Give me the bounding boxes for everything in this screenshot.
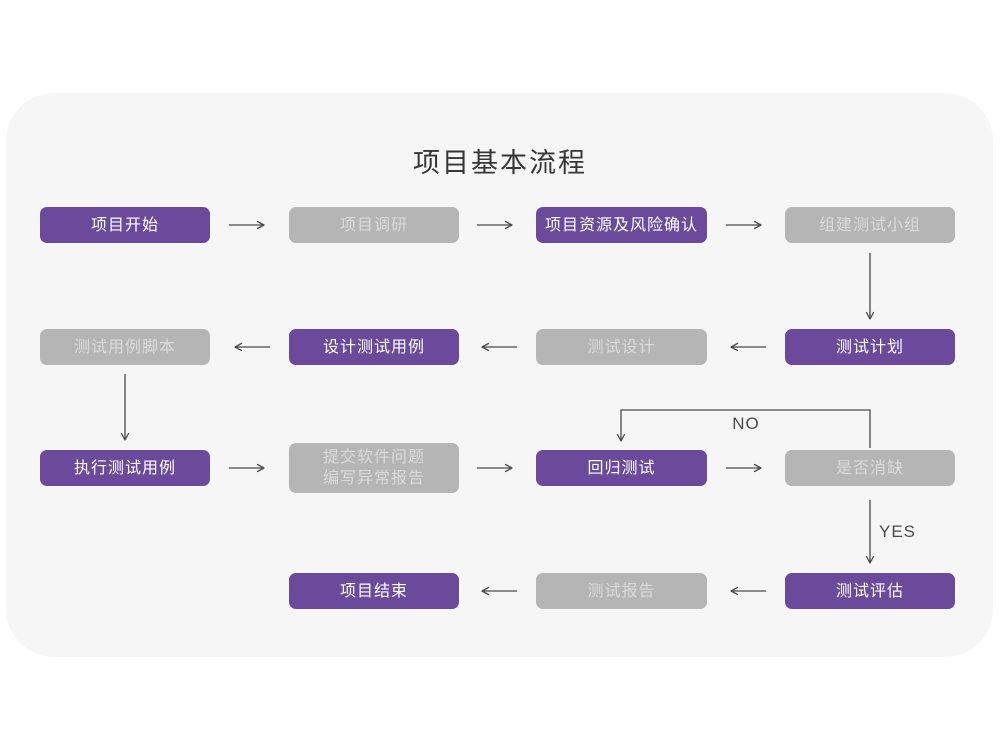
flow-node-test-design: 测试设计 (536, 329, 707, 365)
flow-node-execute-test-cases: 执行测试用例 (40, 450, 210, 486)
edge-label-no: NO (732, 414, 760, 433)
flow-node-test-report: 测试报告 (536, 573, 707, 609)
flow-node-test-case-script: 测试用例脚本 (40, 329, 210, 365)
flowchart-card-background (6, 93, 993, 657)
flow-node-test-plan: 测试计划 (785, 329, 955, 365)
flow-node-resource-risk-confirm: 项目资源及风险确认 (536, 207, 707, 243)
flow-node-test-evaluation: 测试评估 (785, 573, 955, 609)
flow-node-regression-test: 回归测试 (536, 450, 707, 486)
flow-node-project-end: 项目结束 (289, 573, 459, 609)
diagram-title: 项目基本流程 (413, 148, 587, 178)
flow-node-defect-cleared-check: 是否消缺 (785, 450, 955, 486)
flow-node-project-start: 项目开始 (40, 207, 210, 243)
edge-label-yes: YES (879, 522, 917, 541)
flow-node-project-research: 项目调研 (289, 207, 459, 243)
flow-node-submit-issue-report: 提交软件问题 编写异常报告 (289, 443, 459, 493)
flow-node-build-test-team: 组建测试小组 (785, 207, 955, 243)
flow-node-design-test-cases: 设计测试用例 (289, 329, 459, 365)
